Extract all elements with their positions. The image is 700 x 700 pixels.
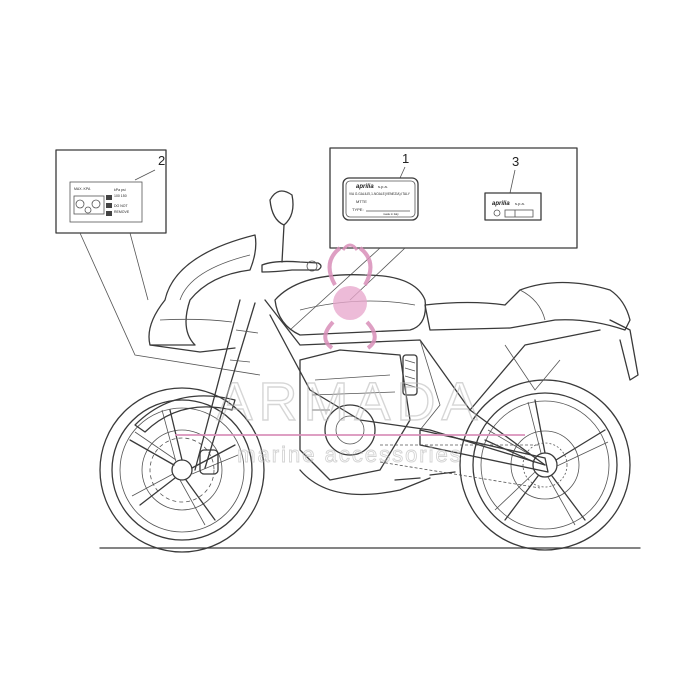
fuel-tank [274, 274, 427, 336]
callout-3: 3 [512, 154, 519, 169]
plate-madein: made in italy [383, 212, 399, 216]
plate-mtte: MTTE [356, 199, 367, 204]
plate-address: VIA G.GALILEI,1-NOALE(VENEZIA) ITALY [349, 192, 411, 196]
sticker-2: MAX. KPA kPa psi 100 150 DO NOT REMOVE [73, 187, 130, 216]
watermark: ARMADA marine accessories [175, 243, 525, 467]
watermark-subtitle: marine accessories [237, 442, 463, 467]
label3-brand: aprilia [492, 201, 510, 207]
chain [379, 444, 541, 489]
exhaust [299, 469, 431, 496]
front-fairing [148, 234, 257, 353]
sticker2-line-1: MAX. KPA [74, 187, 91, 191]
rear-wheel [459, 379, 631, 551]
plate-brand: aprilia [356, 184, 374, 190]
plate-type: TYPE: [352, 207, 364, 212]
seat-tail [424, 281, 631, 331]
sticker2-line-3: 100 150 [114, 194, 127, 198]
callout-1: 1 [402, 151, 409, 166]
mirror [269, 190, 294, 263]
sticker2-line-2: kPa psi [114, 188, 126, 192]
rear-light [609, 319, 639, 381]
detail-box-2: 2 MAX. KPA kPa psi 100 150 DO NOT REMOVE [55, 149, 261, 376]
callout-2: 2 [158, 153, 165, 168]
handlebar [261, 260, 322, 273]
watermark-logo [323, 243, 377, 350]
small-brand-label: aprilia s.p.a. [484, 192, 542, 221]
sticker2-line-5: REMOVE [114, 210, 130, 214]
front-fork [194, 299, 256, 471]
watermark-title: ARMADA [216, 372, 483, 432]
swingarm [419, 429, 549, 473]
detail-box-1-3: 1 3 aprilia s.p.a. VIA G.GALILEI,1-NOALE… [289, 147, 578, 331]
plate-suffix: s.p.a. [378, 184, 388, 189]
front-fender [134, 395, 236, 433]
sticker2-line-4: DO NOT [114, 204, 128, 208]
frame-plate-label: aprilia s.p.a. VIA G.GALILEI,1-NOALE(VEN… [342, 177, 419, 221]
label3-suffix: s.p.a. [515, 201, 525, 206]
